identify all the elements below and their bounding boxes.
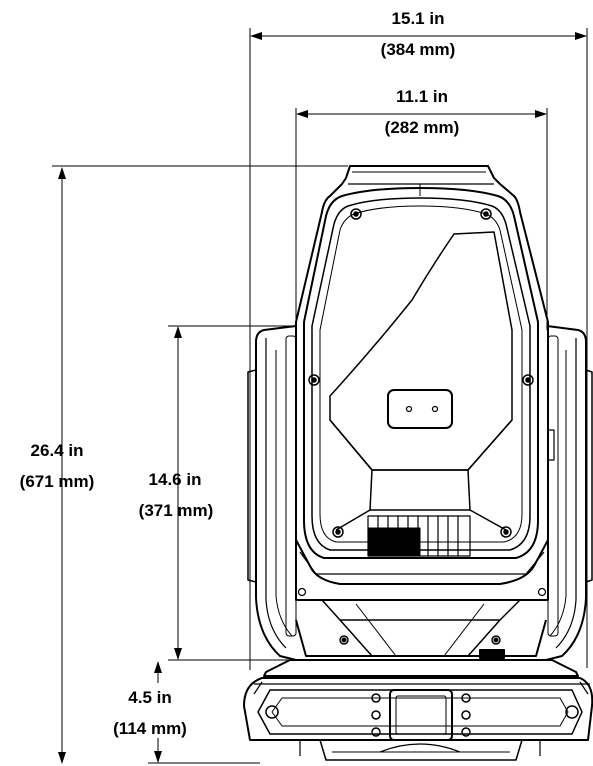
right-yoke-arm xyxy=(545,325,593,661)
lcd-display-screen xyxy=(389,689,453,741)
dimension-labels: 15.1 in (384 mm) 11.1 in (282 mm) 26.4 i… xyxy=(20,9,460,738)
overall-width-metric: (384 mm) xyxy=(381,40,456,59)
overall-height-imperial: 26.4 in xyxy=(31,441,84,460)
overall-height-metric: (671 mm) xyxy=(20,472,95,491)
up-button-icon xyxy=(371,710,381,720)
plate-screw-left xyxy=(405,405,413,413)
head-lower-housing xyxy=(295,539,549,621)
fixture-outline xyxy=(243,165,593,761)
left-button-icon xyxy=(461,710,471,720)
control-panel xyxy=(371,689,471,741)
right-button-icon xyxy=(461,727,471,737)
head-height-metric: (371 mm) xyxy=(139,501,214,520)
base-height-imperial: 4.5 in xyxy=(128,688,171,707)
plate-screw-right xyxy=(431,405,439,413)
menu-button-icon xyxy=(371,693,381,703)
base-height-metric: (114 mm) xyxy=(113,719,187,738)
left-yoke-arm xyxy=(247,325,297,661)
head-width-imperial: 11.1 in xyxy=(396,87,448,106)
dimension-lines xyxy=(52,28,588,764)
vent-grille-dark xyxy=(367,527,421,557)
overall-width-imperial: 15.1 in xyxy=(392,9,445,28)
lens-bezel xyxy=(303,187,539,559)
head-height-imperial: 14.6 in xyxy=(149,470,202,489)
lens-facets xyxy=(329,231,513,531)
fixture-base xyxy=(243,659,593,761)
enter-button-icon xyxy=(461,693,471,703)
head-screws xyxy=(308,208,534,538)
down-button-icon xyxy=(371,727,381,737)
yoke-crossbar xyxy=(295,603,547,659)
head-width-metric: (282 mm) xyxy=(385,118,460,137)
center-plate xyxy=(387,389,453,429)
